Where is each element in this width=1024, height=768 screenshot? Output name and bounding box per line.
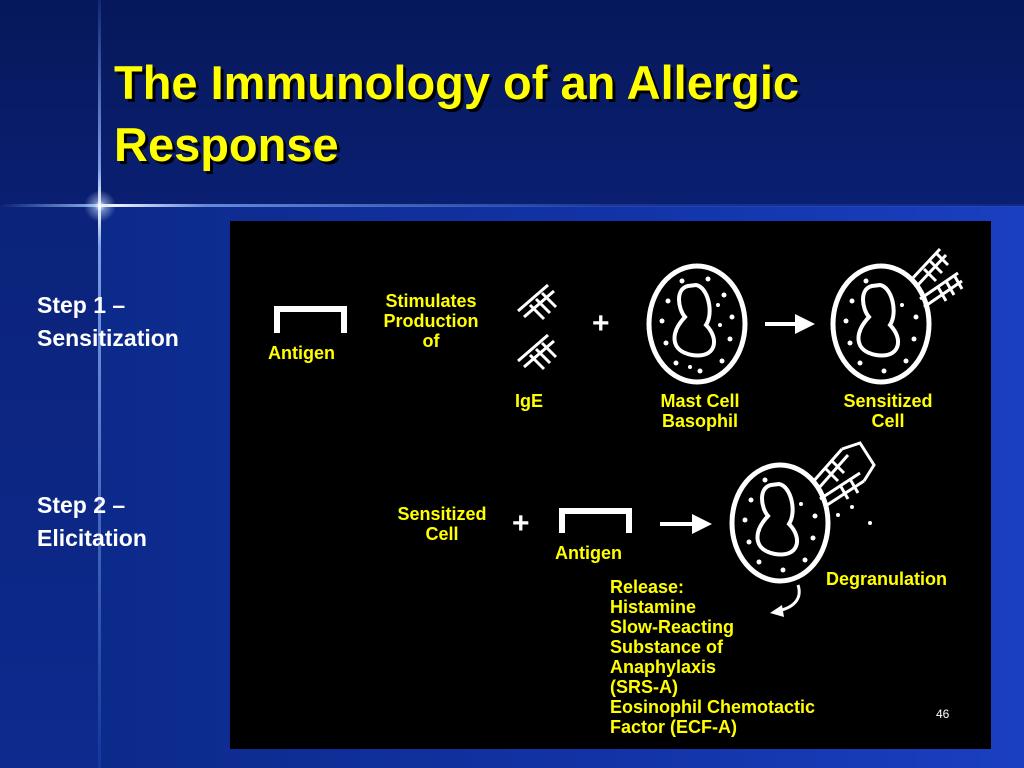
step-1-name: Sensitization [37, 325, 179, 351]
step-2-number: Step 2 – [37, 492, 126, 518]
plus-sign-2: + [512, 507, 530, 540]
arrow-right-icon [765, 314, 815, 334]
release-item-srs-line-3: Anaphylaxis [610, 657, 717, 677]
mast-cell-icon [646, 263, 748, 385]
degranulation-label: Degranulation [826, 569, 948, 589]
step-1-number: Step 1 – [37, 292, 126, 318]
diagram-graphics [274, 247, 964, 617]
mast-cell-line-1: Mast Cell [660, 391, 740, 411]
release-item-ecf-line-1: Eosinophil Chemotactic [610, 697, 816, 717]
step-2-name: Elicitation [37, 525, 147, 551]
stimulates-line-3: of [422, 331, 440, 351]
sensitized-cell-2-line-1: Sensitized [397, 504, 487, 524]
slide-title: The Immunology of an Allergic Response [114, 56, 800, 171]
mast-cell-line-2: Basophil [661, 411, 738, 431]
release-list: Release: Histamine Slow-Reacting Substan… [610, 577, 815, 737]
allergic-response-diagram: Antigen Stimulates Production of + IgE M… [230, 221, 991, 749]
step-2-label: Step 2 – Elicitation [37, 489, 147, 555]
release-heading: Release: [610, 577, 685, 597]
sensitized-cell-icon [830, 247, 964, 385]
sparkle-icon [84, 190, 116, 222]
title-band [0, 0, 1024, 206]
decorative-horizontal-line [0, 204, 1024, 207]
mast-cell-label: Mast Cell Basophil [640, 391, 760, 431]
release-item-srs-line-2: Substance of [610, 637, 724, 657]
antigen-label: Antigen [268, 343, 335, 363]
left-band [0, 206, 100, 768]
release-item-srs-line-4: (SRS-A) [610, 677, 678, 697]
stimulates-line-2: Production [383, 311, 479, 331]
antigen-icon [274, 306, 347, 333]
sensitized-cell-line-2: Cell [871, 411, 905, 431]
arrow-right-icon-2 [660, 514, 712, 534]
sensitized-cell-label: Sensitized Cell [826, 391, 950, 431]
ige-label: IgE [515, 391, 544, 411]
stimulates-label: Stimulates Production of [370, 291, 492, 351]
page-number: 46 [936, 707, 950, 721]
sensitized-cell-line-1: Sensitized [843, 391, 933, 411]
release-item-ecf-line-2: Factor (ECF-A) [610, 717, 737, 737]
stimulates-line-1: Stimulates [385, 291, 477, 311]
ige-antibody-icon [517, 283, 558, 371]
sensitized-cell-2-line-2: Cell [425, 524, 459, 544]
antigen-label-2: Antigen [555, 543, 622, 563]
release-item-srs-line-1: Slow-Reacting [610, 617, 735, 637]
sensitized-cell-label-2: Sensitized Cell [382, 504, 502, 544]
decorative-vertical-line [98, 0, 101, 768]
plus-sign: + [592, 307, 610, 340]
antigen-icon-2 [559, 508, 632, 533]
release-item-histamine: Histamine [610, 597, 697, 617]
degranulating-cell-icon [729, 441, 876, 617]
step-1-label: Step 1 – Sensitization [37, 289, 179, 355]
